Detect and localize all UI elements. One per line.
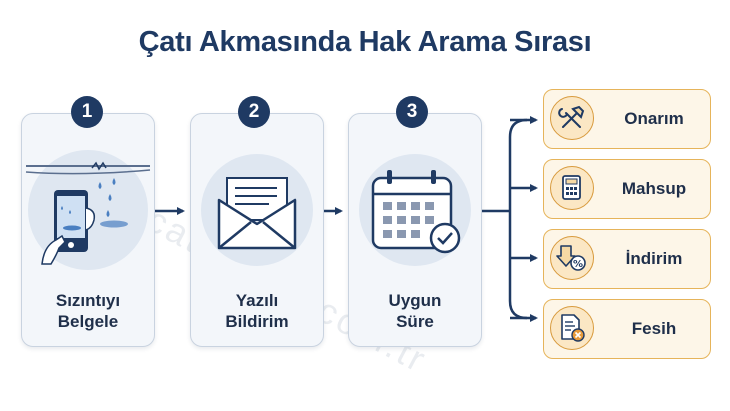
calculator-icon [550, 166, 594, 210]
outcome-mahsup-label: Mahsup [621, 179, 687, 198]
outcome-mahsup: Mahsup [543, 159, 711, 219]
svg-text:%: % [573, 259, 583, 270]
leak-phone-icon [25, 150, 151, 270]
step-2-label-line1: Yazılı [235, 291, 279, 310]
step-2-badge: 2 [238, 96, 270, 128]
calendar-check-icon [359, 154, 471, 266]
step-card-2: Yazılı Bildirim [190, 113, 324, 347]
envelope-icon [201, 154, 313, 266]
step-1-badge: 1 [71, 96, 103, 128]
step-card-3: Uygun Süre [348, 113, 482, 347]
step-1-label-line1: Sızıntıyı [55, 291, 121, 310]
step-3-label-line2: Süre [396, 312, 434, 331]
outcome-onarim: Onarım [543, 89, 711, 149]
outcome-fesih: Fesih [543, 299, 711, 359]
step-3-label-line1: Uygun [388, 291, 442, 310]
page-title: Çatı Akmasında Hak Arama Sırası [138, 26, 592, 58]
outcome-onarim-label: Onarım [624, 109, 684, 128]
step-card-1: Sızıntıyı Belgele [21, 113, 155, 347]
document-cancel-icon [550, 306, 594, 350]
discount-arrow-icon: % [550, 236, 594, 280]
outcome-fesih-label: Fesih [631, 319, 677, 338]
step-3-badge: 3 [396, 96, 428, 128]
outcome-indirim-label: İndirim [625, 249, 683, 268]
step-1-label-line2: Belgele [57, 312, 119, 331]
outcome-indirim: % İndirim [543, 229, 711, 289]
hammer-wrench-icon [550, 96, 594, 140]
step-2-label-line2: Bildirim [225, 312, 289, 331]
